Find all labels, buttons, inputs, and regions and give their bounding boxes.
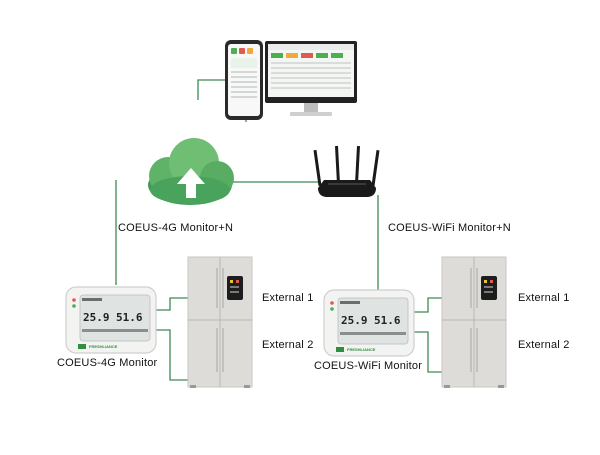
left-external-1-line — [156, 297, 190, 311]
wifi-humidity-readout: 51.6 — [374, 314, 401, 327]
right-external-1-line — [412, 297, 444, 313]
cloud-upload-icon — [148, 138, 234, 205]
4g-gateway-label: COEUS-4G Monitor+N — [118, 222, 234, 234]
right-refrigerator-icon — [441, 256, 507, 388]
wifi-gateway-label: COEUS-WiFi Monitor+N — [388, 222, 511, 234]
4g-temperature-readout: 25.9 — [83, 311, 110, 324]
right-external-2-line — [412, 331, 444, 373]
wifi-monitor-label: COEUS-WiFi Monitor — [314, 360, 423, 372]
4g-humidity-readout: 51.6 — [116, 311, 143, 324]
left-refrigerator-icon — [187, 256, 253, 388]
wifi-temperature-readout: 25.9 — [341, 314, 368, 327]
4g-monitor-label: COEUS-4G Monitor — [57, 357, 158, 369]
4g-monitor-device: 25.9 51.6 FRESHLIANCE — [65, 286, 157, 354]
desktop-monitor-icon — [265, 41, 357, 116]
left-external-2-label: External 2 — [262, 339, 314, 351]
wifi-router-icon — [313, 145, 380, 197]
wifi-monitor-device: 25.9 51.6 FRESHLIANCE — [323, 289, 415, 357]
left-external-1-label: External 1 — [262, 292, 314, 304]
wifi-brand-text: FRESHLIANCE — [347, 347, 376, 352]
connector-lines — [115, 79, 444, 381]
right-external-1-label: External 1 — [518, 292, 570, 304]
smartphone-icon — [225, 40, 263, 120]
left-external-2-line — [156, 329, 190, 381]
4g-brand-text: FRESHLIANCE — [89, 344, 118, 349]
right-external-2-label: External 2 — [518, 339, 570, 351]
